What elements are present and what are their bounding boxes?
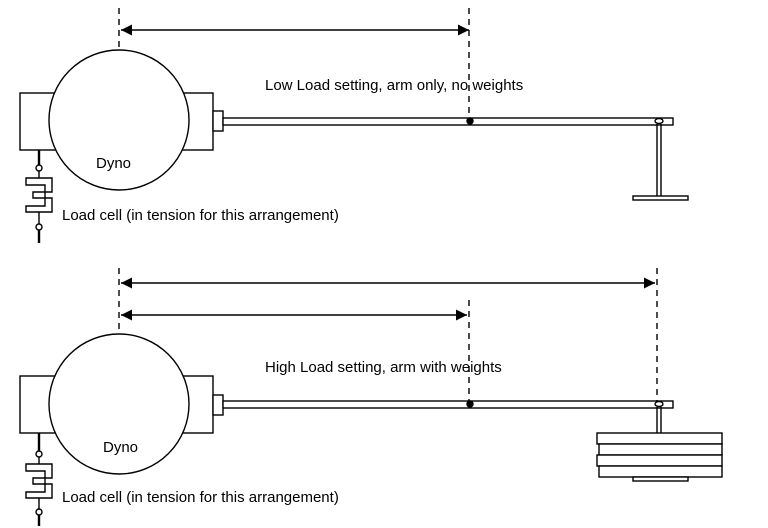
bottom-arm-mount: [212, 394, 224, 416]
top-arm-pivot-dot: [466, 117, 474, 125]
top-arm-mount: [212, 110, 224, 132]
bottom-dyno-label: Dyno: [103, 439, 138, 456]
weight-plate-2: [598, 443, 723, 456]
top-dyno-body: [48, 49, 190, 191]
top-dyno-label: Dyno: [96, 155, 131, 172]
bottom-load-cell: [25, 463, 53, 499]
top-torque-arm: [222, 117, 674, 126]
top-load-cell: [25, 177, 53, 213]
weight-plate-1: [596, 432, 723, 445]
bottom-setting-label: High Load setting, arm with weights: [265, 359, 502, 376]
top-hanger-hook: [654, 117, 664, 125]
top-hanger-plate: [632, 195, 689, 201]
bottom-hanger-hook: [654, 400, 664, 408]
bottom-hanger-plate: [632, 476, 689, 482]
top-setup: [19, 8, 689, 243]
top-load-cell-label: Load cell (in tension for this arrangeme…: [62, 207, 339, 224]
weight-plate-3: [596, 454, 723, 467]
top-setting-label: Low Load setting, arm only, no weights: [265, 77, 523, 94]
bottom-arm-pivot-dot: [466, 400, 474, 408]
bottom-torque-arm: [222, 400, 674, 409]
bottom-dyno-body: [48, 333, 190, 475]
bottom-setup: [19, 268, 723, 526]
weight-plate-4: [598, 465, 723, 478]
bottom-load-cell-label: Load cell (in tension for this arrangeme…: [62, 489, 339, 506]
